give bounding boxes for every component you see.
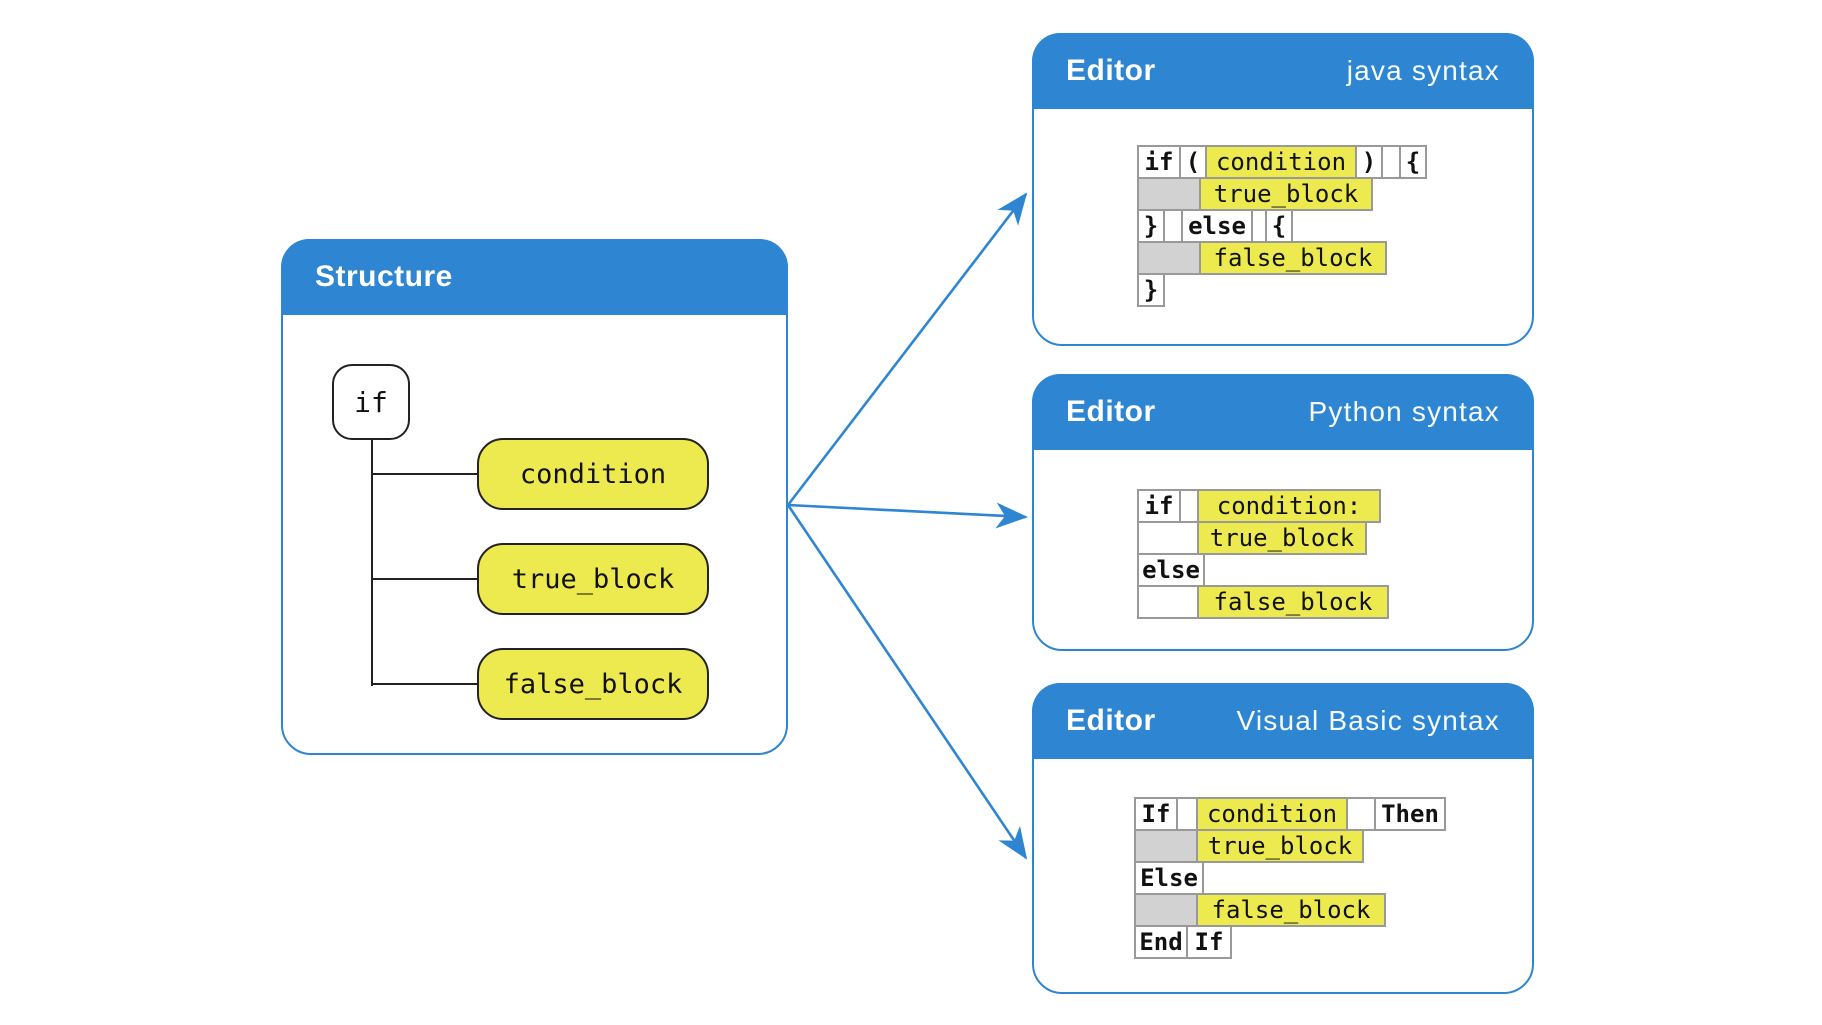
if-root-node-label: if (354, 385, 388, 419)
code-row: false_block (1137, 585, 1389, 619)
java-editor-title: Editor (1066, 54, 1156, 87)
code-spacer (1381, 145, 1401, 179)
code-token-else: Else (1134, 861, 1204, 895)
code-row: Else (1134, 861, 1446, 895)
code-slot-true-block: true_block (1199, 177, 1373, 211)
code-token-if: if (1137, 489, 1181, 523)
java-editor-header: Editor java syntax (1032, 33, 1534, 109)
python-editor-title: Editor (1066, 395, 1156, 428)
code-spacer (1179, 489, 1199, 523)
tree-node-condition-label: condition (519, 458, 667, 490)
indent-cell (1137, 585, 1199, 619)
python-syntax-label: Python syntax (1308, 396, 1500, 427)
if-root-node: if (332, 364, 410, 440)
code-row: true_block (1134, 829, 1446, 863)
structure-panel: Structure if condition true_block false_… (281, 239, 788, 755)
structure-panel-title: Structure (315, 260, 453, 293)
arrow-to-java-editor (786, 192, 1028, 506)
code-row: if condition: (1137, 489, 1389, 523)
code-spacer (1163, 209, 1183, 243)
code-token-if: If (1186, 925, 1232, 959)
code-row: End If (1134, 925, 1446, 959)
code-row: true_block (1137, 177, 1427, 211)
java-syntax-label: java syntax (1346, 55, 1500, 86)
code-token-close-paren: ) (1355, 145, 1383, 179)
code-spacer (1346, 797, 1376, 831)
indent-cell (1134, 893, 1198, 927)
tree-node-true-block: true_block (477, 543, 709, 615)
code-spacer (1176, 797, 1198, 831)
indent-cell (1137, 177, 1201, 211)
arrow-to-vb-editor (786, 504, 1028, 860)
tree-line-to-true-block (371, 578, 477, 580)
code-row: } else { (1137, 209, 1427, 243)
editor-panel-python: Editor Python syntax if condition: true_… (1032, 374, 1534, 651)
code-row: else (1137, 553, 1389, 587)
editor-panel-vb: Editor Visual Basic syntax If condition … (1032, 683, 1534, 994)
structure-panel-header: Structure (281, 239, 788, 315)
tree-line-vertical (371, 440, 373, 686)
code-slot-true-block: true_block (1197, 521, 1367, 555)
tree-node-false-block-label: false_block (503, 668, 683, 700)
code-slot-condition: condition: (1197, 489, 1381, 523)
tree-node-condition: condition (477, 438, 709, 510)
code-row: true_block (1137, 521, 1389, 555)
tree-node-false-block: false_block (477, 648, 709, 720)
vb-code-grid: If condition Then true_block Else false_… (1134, 797, 1446, 959)
tree-line-to-false-block (371, 683, 477, 685)
code-token-else: else (1137, 553, 1205, 587)
code-token-if: If (1134, 797, 1178, 831)
code-token-open-brace: { (1399, 145, 1427, 179)
code-slot-true-block: true_block (1196, 829, 1364, 863)
code-token-open-brace: { (1265, 209, 1293, 243)
code-slot-condition: condition (1196, 797, 1348, 831)
code-token-else: else (1181, 209, 1253, 243)
code-token-close-brace: } (1137, 273, 1165, 307)
indent-cell (1134, 829, 1198, 863)
vb-syntax-label: Visual Basic syntax (1236, 705, 1500, 736)
java-code-grid: if ( condition ) { true_block } else { f… (1137, 145, 1427, 307)
code-token-then: Then (1374, 797, 1446, 831)
code-slot-false-block: false_block (1196, 893, 1386, 927)
code-row: If condition Then (1134, 797, 1446, 831)
tree-node-true-block-label: true_block (511, 563, 675, 595)
vb-editor-title: Editor (1066, 704, 1156, 737)
indent-cell (1137, 241, 1201, 275)
code-token-end: End (1134, 925, 1188, 959)
vb-editor-header: Editor Visual Basic syntax (1032, 683, 1534, 759)
code-token-if: if (1137, 145, 1181, 179)
tree-line-to-condition (371, 473, 477, 475)
code-slot-condition: condition (1205, 145, 1357, 179)
code-slot-false-block: false_block (1197, 585, 1389, 619)
arrow-to-python-editor (787, 502, 1028, 529)
code-token-close-brace: } (1137, 209, 1165, 243)
code-token-open-paren: ( (1179, 145, 1207, 179)
code-row: false_block (1137, 241, 1427, 275)
python-editor-header: Editor Python syntax (1032, 374, 1534, 450)
indent-cell (1137, 521, 1199, 555)
code-slot-false-block: false_block (1199, 241, 1387, 275)
code-row: false_block (1134, 893, 1446, 927)
editor-panel-java: Editor java syntax if ( condition ) { tr… (1032, 33, 1534, 346)
code-row: } (1137, 273, 1427, 307)
code-row: if ( condition ) { (1137, 145, 1427, 179)
python-code-grid: if condition: true_block else false_bloc… (1137, 489, 1389, 619)
